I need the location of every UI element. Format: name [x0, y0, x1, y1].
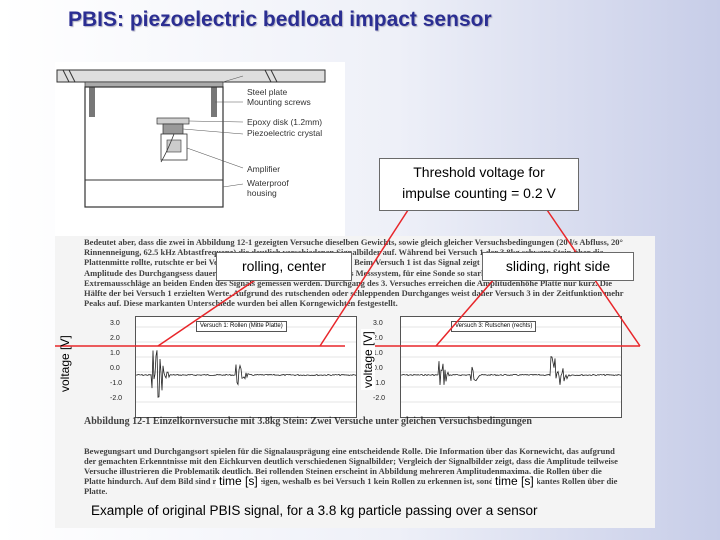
x-axis-label-right: time [s]: [492, 474, 537, 488]
threshold-callout: Threshold voltage for impulse counting =…: [379, 158, 579, 211]
y-axis-label-left: voltage [V]: [58, 335, 72, 392]
y-axis-label-mid: voltage [V]: [361, 329, 375, 390]
sliding-callout: sliding, right side: [482, 252, 634, 281]
threshold-callout-line2: impulse counting = 0.2 V: [380, 183, 578, 204]
pointer-sliding: [436, 278, 495, 346]
threshold-callout-line1: Threshold voltage for: [380, 162, 578, 183]
pointer-rolling: [158, 278, 258, 346]
figure-caption: Example of original PBIS signal, for a 3…: [91, 503, 537, 518]
x-axis-label-left: time [s]: [216, 474, 261, 488]
rolling-callout: rolling, center: [216, 252, 352, 281]
